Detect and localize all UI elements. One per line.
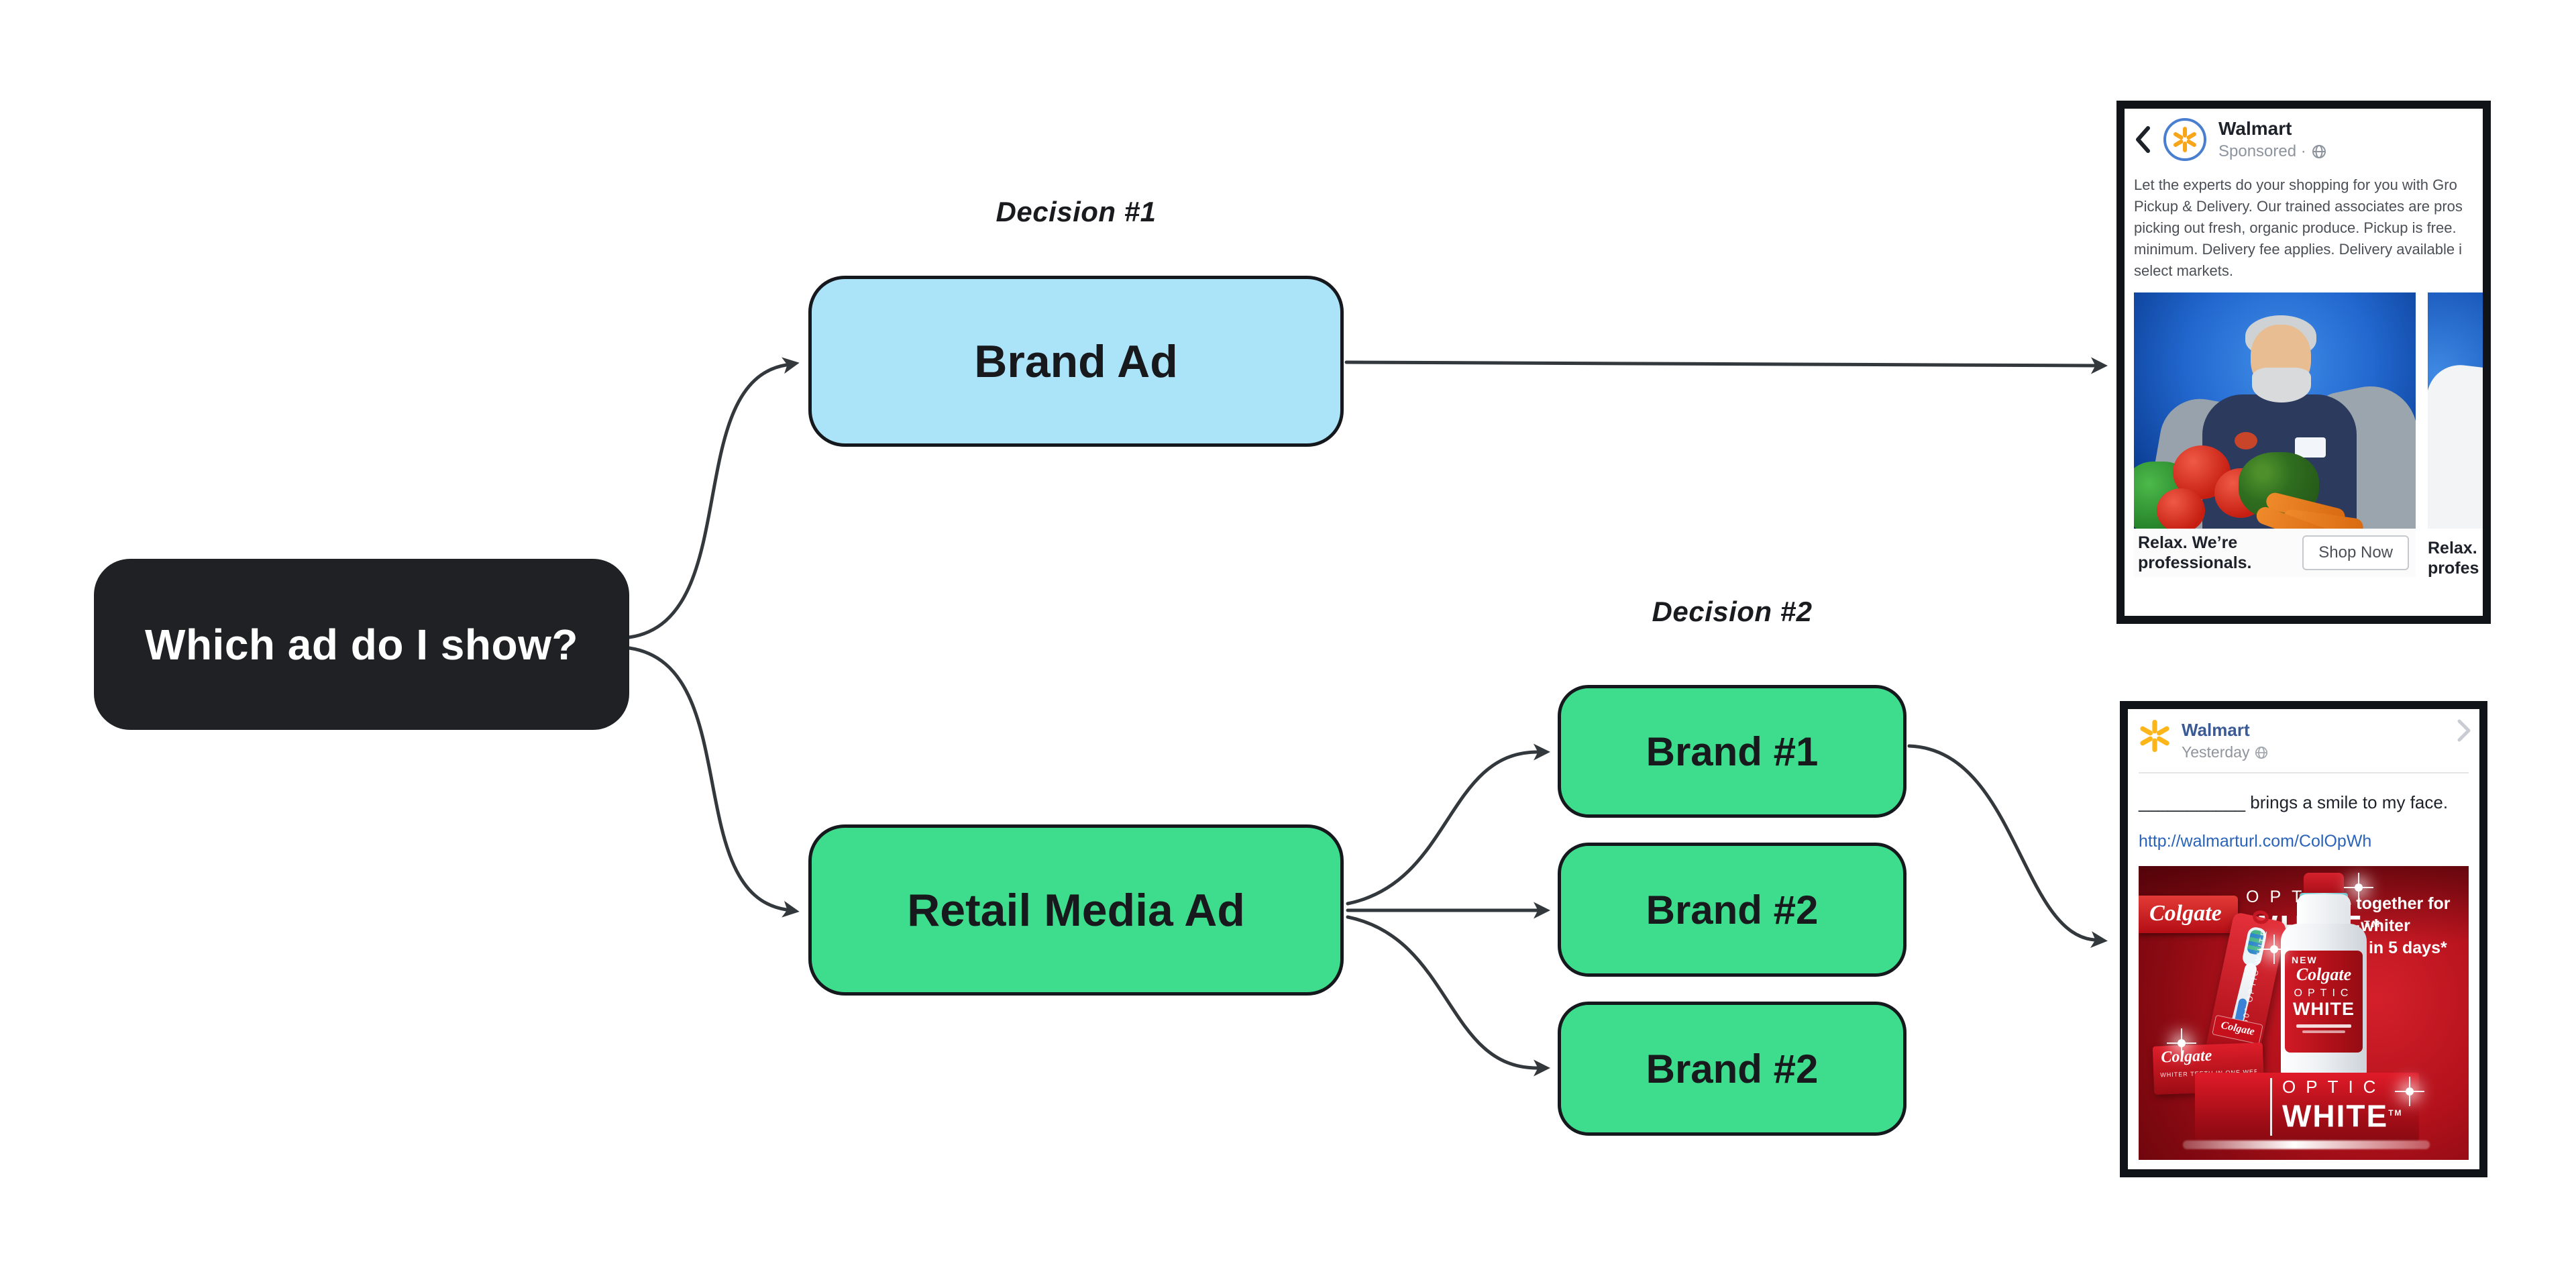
name-badge xyxy=(2295,437,2326,458)
advertiser-name[interactable]: Walmart xyxy=(2218,118,2292,139)
vest-pin xyxy=(2235,432,2257,449)
trademark-text: TM xyxy=(2364,918,2382,929)
edge-root-to-brand-ad xyxy=(627,357,800,639)
tomato xyxy=(2157,488,2205,529)
colgate-creative: Colgate OPTIC WHITETM Use together for w… xyxy=(2139,866,2469,1160)
decision-1-label: Decision #1 xyxy=(996,196,1157,227)
back-chevron-icon[interactable] xyxy=(2134,125,2151,154)
fb-identity: Walmart Sponsored · xyxy=(2218,118,2326,161)
brand-1-text: Brand #1 xyxy=(1646,729,1819,774)
colgate-logo-ribbon: Colgate xyxy=(2139,896,2238,933)
advertiser-name[interactable]: Walmart xyxy=(2182,720,2250,740)
brand-2-text: Brand #2 xyxy=(1646,887,1819,932)
paste-colgate-logo: Colgate xyxy=(2160,1047,2212,1067)
bottle-label: NEW Colgate OPTIC WHITE xyxy=(2285,951,2363,1053)
shop-now-button[interactable]: Shop Now xyxy=(2302,535,2409,570)
sparkle-icon xyxy=(2270,945,2278,953)
trademark-text: TM xyxy=(2388,1108,2403,1118)
bottle-optic-text: OPTIC xyxy=(2294,987,2354,999)
timestamp-label: Yesterday xyxy=(2182,743,2250,761)
edge-brand1-to-example xyxy=(1907,744,2108,949)
sponsored-label: Sponsored · xyxy=(2218,142,2306,160)
edge-brand-ad-to-example xyxy=(1344,357,2108,374)
person-white-shirt xyxy=(2428,361,2483,529)
base-divider xyxy=(2270,1078,2272,1136)
next-card-caption: Relax. profes xyxy=(2428,539,2479,578)
bottle-colgate-logo: Colgate xyxy=(2296,965,2352,984)
brand-ad-screenshot: Walmart Sponsored · Let the experts do y… xyxy=(2116,101,2491,624)
mouthwash-bottle: NEW Colgate OPTIC WHITE xyxy=(2281,873,2367,1079)
new-badge: NEW xyxy=(2292,955,2318,965)
globe-icon xyxy=(2312,145,2326,158)
brand-3-text: Brand #2 xyxy=(1646,1046,1819,1091)
root-question-text: Which ad do I show? xyxy=(145,620,578,669)
edge-retail-to-brand1 xyxy=(1346,743,1550,906)
bottle-white-text: WHITE xyxy=(2293,999,2355,1019)
display-base: OPTIC WHITETM xyxy=(2195,1073,2419,1141)
carousel-card-2[interactable]: Relax. profes xyxy=(2428,292,2483,578)
decision-2-label: Decision #2 xyxy=(1652,596,1813,627)
associate-photo xyxy=(2134,292,2416,529)
base-glow xyxy=(2183,1140,2430,1149)
brand-ad-node: Brand Ad xyxy=(808,276,1344,447)
header-divider xyxy=(2139,772,2469,773)
carousel-card-1[interactable]: Relax. We’re professionals. Shop Now xyxy=(2134,292,2416,578)
fb-header: Walmart Sponsored · xyxy=(2134,118,2483,161)
brand-1-node: Brand #1 xyxy=(1558,685,1907,818)
retail-media-ad-text: Retail Media Ad xyxy=(907,884,1245,936)
brand-2-node: Brand #2 xyxy=(1558,843,1907,977)
expand-chevron-icon[interactable] xyxy=(2457,718,2471,743)
walmart-spark-icon xyxy=(2140,720,2169,752)
card-caption-bar: Relax. We’re professionals. Shop Now xyxy=(2134,529,2416,577)
edge-root-to-retail xyxy=(627,646,800,918)
fb-identity: Walmart Yesterday xyxy=(2182,720,2268,761)
brand-3-node: Brand #2 xyxy=(1558,1002,1907,1136)
root-question-node: Which ad do I show? xyxy=(94,559,629,730)
retail-media-ad-node: Retail Media Ad xyxy=(808,824,1344,996)
ad-body-text: Let the experts do your shopping for you… xyxy=(2134,176,2463,279)
post-text: ___________ brings a smile to my face. xyxy=(2139,792,2449,812)
sparkle-icon xyxy=(2178,1039,2186,1047)
sparkle-icon xyxy=(2355,883,2363,892)
sparkle-icon xyxy=(2406,1087,2414,1095)
base-optic-text: OPTIC xyxy=(2282,1077,2386,1097)
next-card-photo xyxy=(2428,292,2483,529)
base-white-text: WHITE xyxy=(2282,1098,2389,1134)
person-beard xyxy=(2252,368,2311,403)
retail-ad-screenshot: Walmart Yesterday ___________ brings a s… xyxy=(2120,701,2487,1177)
globe-icon xyxy=(2255,746,2268,759)
post-link[interactable]: http://walmarturl.com/ColOpWh xyxy=(2139,832,2372,851)
card-caption: Relax. We’re professionals. xyxy=(2138,533,2252,572)
fb-header: Walmart Yesterday xyxy=(2139,718,2471,761)
edge-retail-to-brand3 xyxy=(1346,915,1550,1077)
pack-colgate-logo: Colgate xyxy=(2212,1014,2263,1044)
bottle-fine-print xyxy=(2302,1030,2345,1033)
brand-ad-text: Brand Ad xyxy=(974,335,1178,387)
bottle-fine-print xyxy=(2296,1024,2351,1028)
ad-carousel: Relax. We’re professionals. Shop Now Rel… xyxy=(2134,292,2483,578)
walmart-logo-icon xyxy=(2163,118,2206,161)
